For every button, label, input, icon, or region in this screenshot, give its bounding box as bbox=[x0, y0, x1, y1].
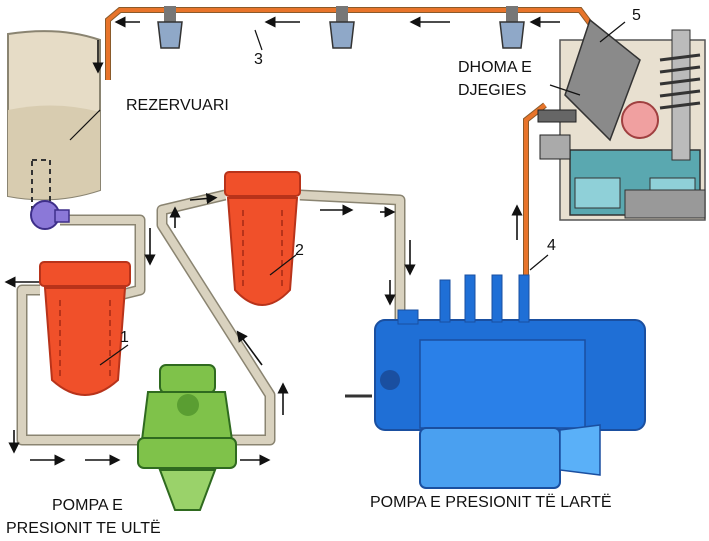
label-combustion-line2: DJEGIES bbox=[458, 82, 526, 99]
number-filter-1: 1 bbox=[120, 329, 129, 346]
filter-1 bbox=[39, 261, 131, 396]
label-low-pump-line2: PRESIONIT TE ULTË bbox=[6, 519, 161, 537]
leader-lines bbox=[69, 21, 626, 366]
flow-arrows bbox=[4, 16, 560, 466]
label-reservoir: REZERVUARI bbox=[126, 97, 229, 114]
label-high-pump: POMPA E PRESIONIT TË LARTË bbox=[370, 493, 612, 511]
high-pressure-pump bbox=[345, 274, 646, 489]
low-pressure-pump bbox=[137, 364, 237, 511]
number-injection-line: 4 bbox=[547, 237, 556, 254]
return-nozzles bbox=[157, 6, 525, 49]
reservoir-tank bbox=[7, 30, 101, 209]
filter-2 bbox=[224, 171, 301, 306]
number-injector: 5 bbox=[632, 7, 641, 24]
number-return-line: 3 bbox=[254, 51, 263, 68]
coupler bbox=[30, 200, 70, 230]
label-low-pump-line1: POMPA E bbox=[52, 497, 123, 514]
combustion-chamber bbox=[537, 18, 706, 221]
label-combustion-line1: DHOMA E bbox=[458, 59, 532, 76]
number-filter-2: 2 bbox=[295, 242, 304, 259]
